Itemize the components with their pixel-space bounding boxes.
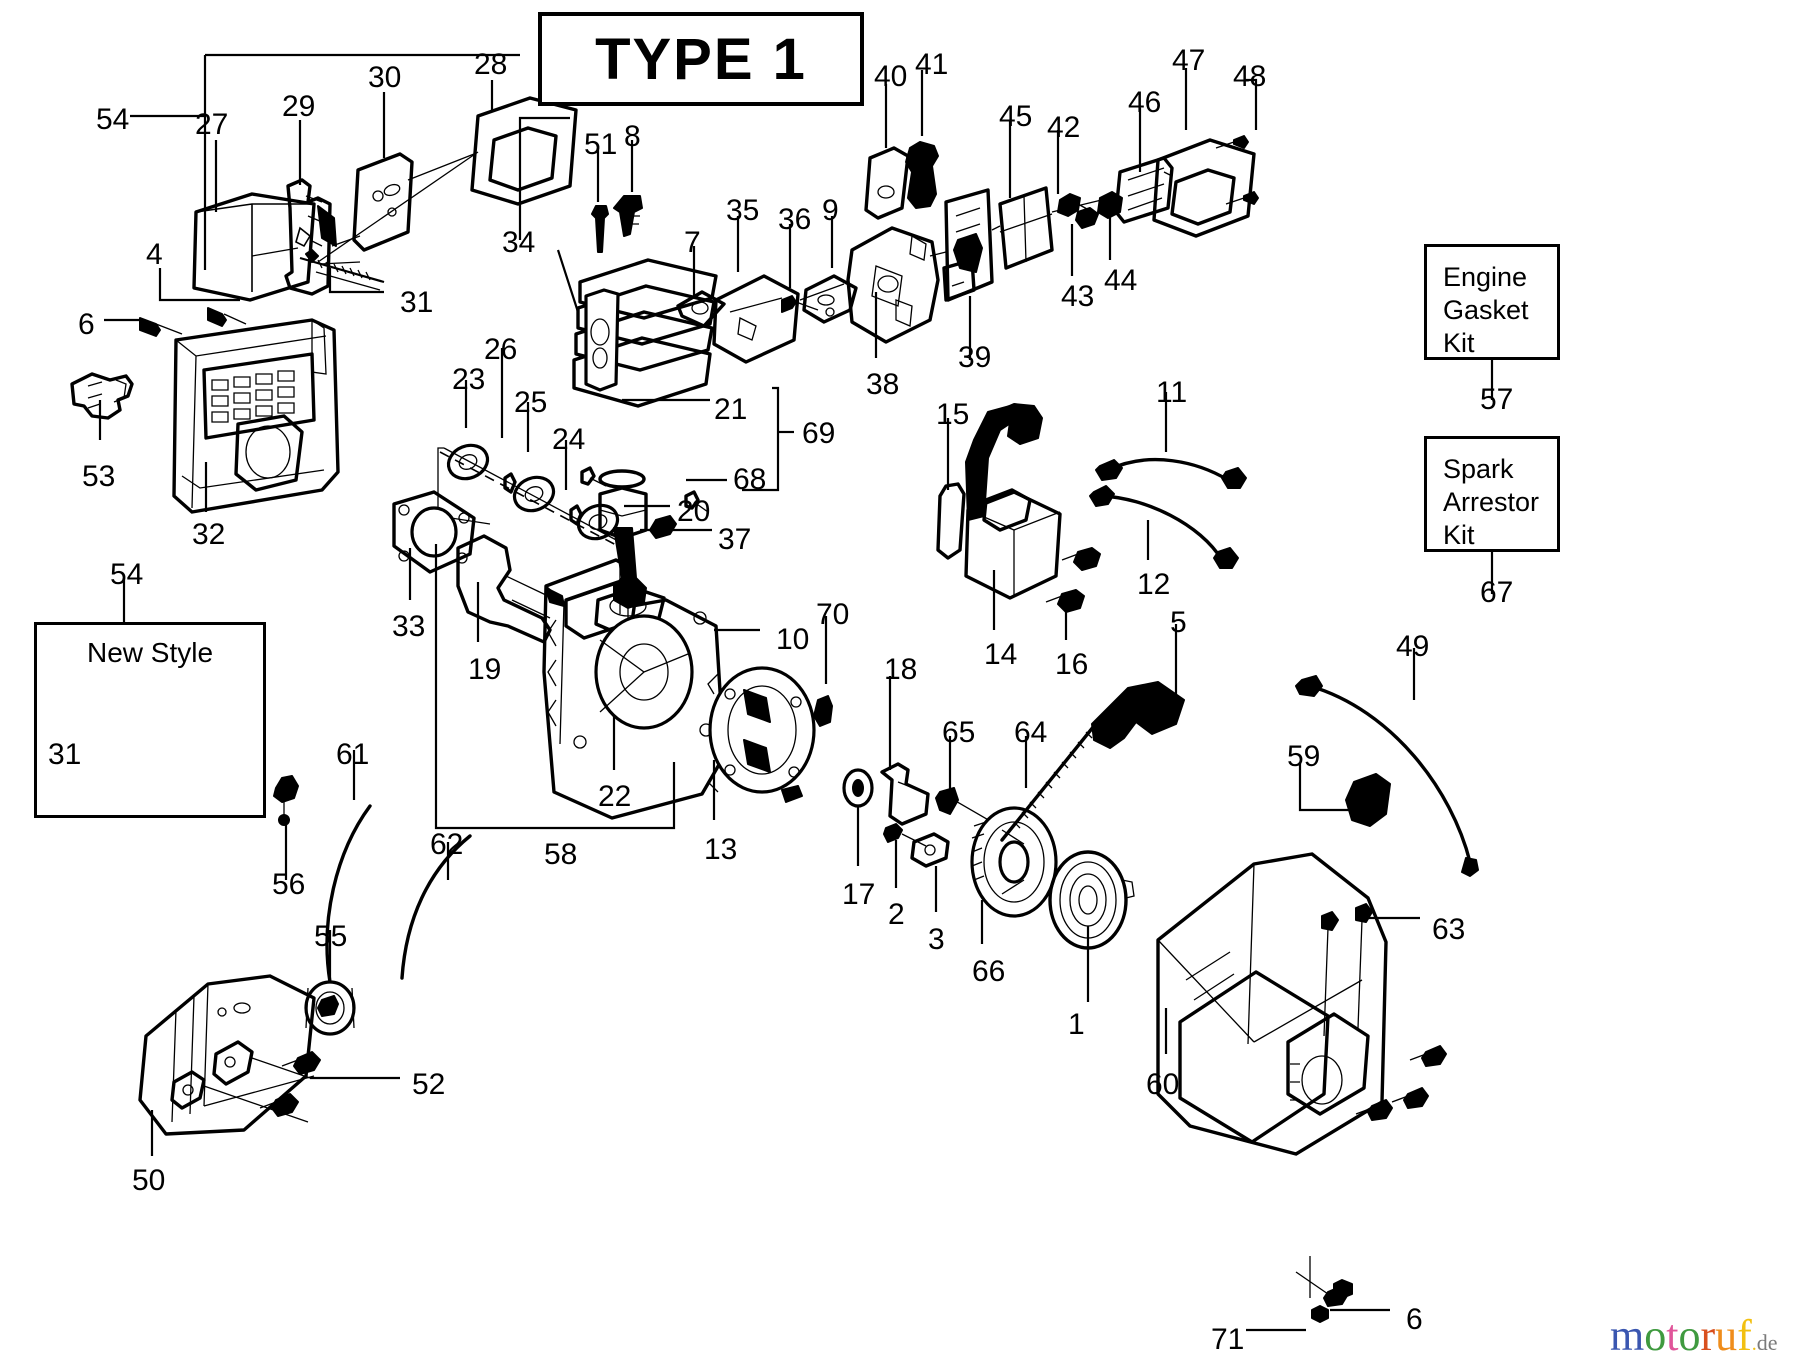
callout-1: 1: [1068, 1008, 1085, 1041]
callout-34: 34: [502, 226, 536, 259]
callout-31b: 31: [48, 738, 82, 771]
callout-28: 28: [474, 48, 508, 81]
callout-15: 15: [936, 398, 970, 431]
callout-48: 48: [1233, 60, 1267, 93]
callout-54b: 54: [110, 558, 144, 591]
callout-65: 65: [942, 716, 976, 749]
callout-41: 41: [915, 48, 949, 81]
spark-arrestor-kit-box: Spark Arrestor Kit: [1424, 436, 1560, 552]
callout-5: 5: [1170, 606, 1187, 639]
callout-20: 20: [677, 495, 711, 528]
callout-40: 40: [874, 60, 908, 93]
callout-21: 21: [714, 393, 748, 426]
callout-11: 11: [1156, 376, 1188, 409]
engine-gasket-kit-line-2: Gasket: [1443, 295, 1529, 325]
callout-67: 67: [1480, 576, 1514, 609]
watermark-tld: de: [1756, 1330, 1778, 1355]
callout-44: 44: [1104, 264, 1138, 297]
callout-14: 14: [984, 638, 1018, 671]
new-style-caption: New Style: [86, 637, 214, 668]
callout-53: 53: [82, 460, 116, 493]
callout-42: 42: [1047, 111, 1081, 144]
callout-68: 68: [733, 463, 767, 496]
engine-gasket-kit-line-3: Kit: [1443, 328, 1475, 358]
callout-49: 49: [1396, 630, 1430, 663]
type-title-box: TYPE 1: [538, 12, 864, 106]
callout-6b: 6: [1406, 1303, 1423, 1336]
callout-66: 66: [972, 955, 1006, 988]
spark-arrestor-kit-line-2: Arrestor: [1443, 487, 1540, 517]
callout-29: 29: [282, 90, 316, 123]
callout-23: 23: [452, 363, 486, 396]
callout-33: 33: [392, 610, 426, 643]
callout-70: 70: [816, 598, 850, 631]
callout-6a: 6: [78, 308, 95, 341]
callout-17: 17: [842, 878, 876, 911]
callout-52: 52: [412, 1068, 446, 1101]
callout-57: 57: [1480, 383, 1514, 416]
callout-39: 39: [958, 341, 992, 374]
spark-arrestor-kit-line-3: Kit: [1443, 520, 1475, 550]
watermark-dot: .: [1751, 1333, 1757, 1355]
callout-45: 45: [999, 100, 1033, 133]
callout-61: 61: [336, 738, 370, 771]
callout-32: 32: [192, 518, 226, 551]
callout-9: 9: [822, 194, 839, 227]
callout-38: 38: [866, 368, 900, 401]
callout-54a: 54: [96, 103, 130, 136]
callout-2: 2: [888, 898, 905, 931]
callout-37: 37: [718, 523, 752, 556]
callout-12: 12: [1137, 568, 1171, 601]
callout-46: 46: [1128, 86, 1162, 119]
watermark-letter-m: m: [1610, 1311, 1645, 1360]
watermark-letter-o2: o: [1678, 1311, 1701, 1360]
callout-69: 69: [802, 417, 836, 450]
callout-55: 55: [314, 920, 348, 953]
callout-27: 27: [195, 108, 229, 141]
callout-19: 19: [468, 653, 502, 686]
spark-arrestor-kit-line-1: Spark: [1443, 454, 1514, 484]
callout-62: 62: [430, 828, 464, 861]
callout-8: 8: [624, 120, 641, 153]
new-style-inset-box: New Style: [34, 622, 266, 818]
callout-47: 47: [1172, 44, 1206, 77]
callout-13: 13: [704, 833, 738, 866]
callout-4: 4: [146, 238, 163, 271]
callout-10: 10: [776, 623, 810, 656]
watermark-letter-t: t: [1666, 1311, 1679, 1360]
callout-56: 56: [272, 868, 306, 901]
callout-60: 60: [1146, 1068, 1180, 1101]
callout-16: 16: [1055, 648, 1089, 681]
callout-18: 18: [884, 653, 918, 686]
callout-36: 36: [778, 203, 812, 236]
callout-43: 43: [1061, 280, 1095, 313]
callout-25: 25: [514, 386, 548, 419]
watermark-letter-u: u: [1715, 1311, 1738, 1360]
callout-35: 35: [726, 194, 760, 227]
callout-24: 24: [552, 423, 586, 456]
callout-58: 58: [544, 838, 578, 871]
callout-7: 7: [684, 226, 701, 259]
callout-64: 64: [1014, 716, 1048, 749]
watermark-letter-r: r: [1700, 1311, 1716, 1360]
callout-31a: 31: [400, 286, 434, 319]
callout-3: 3: [928, 923, 945, 956]
callout-26: 26: [484, 333, 518, 366]
watermark-letter-o1: o: [1644, 1311, 1667, 1360]
callout-51: 51: [584, 128, 618, 161]
watermark-letter-f: f: [1737, 1311, 1752, 1360]
engine-gasket-kit-box: Engine Gasket Kit: [1424, 244, 1560, 360]
callout-63: 63: [1432, 913, 1466, 946]
callout-71: 71: [1211, 1323, 1245, 1356]
callout-30: 30: [368, 61, 402, 94]
type-title-text: TYPE 1: [595, 26, 807, 92]
callout-22: 22: [598, 780, 632, 813]
callout-59: 59: [1287, 740, 1321, 773]
motoruf-watermark: motoruf.de: [1610, 1314, 1778, 1366]
callout-50: 50: [132, 1164, 166, 1197]
engine-gasket-kit-line-1: Engine: [1443, 262, 1528, 292]
